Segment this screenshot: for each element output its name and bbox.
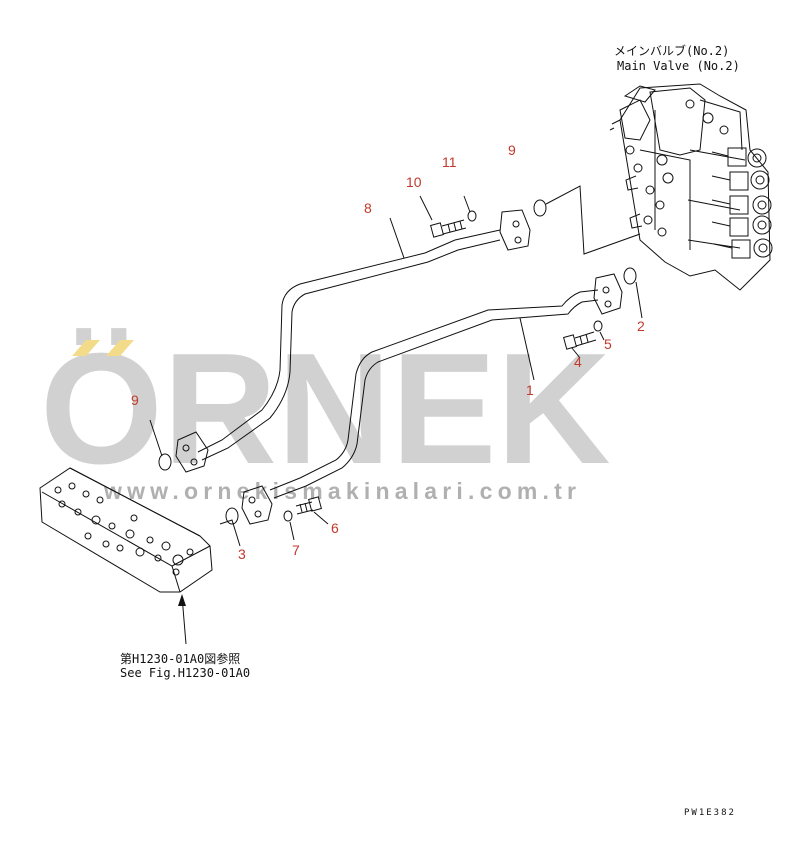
watermark-brand: ÖRNEK bbox=[40, 321, 611, 497]
callout-10: 10 bbox=[406, 174, 422, 190]
leader-9-lower bbox=[149, 419, 163, 457]
washer-11 bbox=[467, 210, 477, 222]
flange-8-lower bbox=[175, 431, 209, 473]
leader-10 bbox=[419, 195, 433, 221]
callout-6: 6 bbox=[331, 520, 339, 536]
drawing-code: PW1E382 bbox=[684, 808, 736, 818]
main-valve-illustration bbox=[609, 83, 773, 291]
leader-3 bbox=[219, 519, 241, 547]
o-ring-9-upper bbox=[533, 199, 547, 217]
flange-1-lower bbox=[241, 485, 273, 525]
callout-11: 11 bbox=[442, 154, 457, 170]
reference-label-en: See Fig.H1230-01A0 bbox=[120, 666, 251, 680]
callout-1: 1 bbox=[526, 382, 534, 398]
watermark-accent-right bbox=[106, 340, 134, 356]
callout-8: 8 bbox=[364, 200, 372, 216]
flange-8-upper bbox=[499, 209, 531, 251]
pipe-1 bbox=[269, 289, 599, 499]
leader-9-upper bbox=[545, 185, 641, 255]
o-ring-3 bbox=[225, 507, 239, 525]
callout-2: 2 bbox=[637, 318, 645, 334]
o-ring-9-lower bbox=[158, 453, 172, 471]
leader-8 bbox=[389, 217, 405, 259]
watermark-accent-left bbox=[72, 340, 100, 356]
leader-4 bbox=[571, 347, 581, 359]
o-ring-2 bbox=[623, 267, 637, 285]
callout-5: 5 bbox=[604, 336, 612, 352]
leader-5 bbox=[599, 331, 605, 341]
callout-7: 7 bbox=[292, 542, 300, 558]
leader-1 bbox=[519, 317, 535, 381]
leader-6 bbox=[313, 511, 329, 525]
leader-7 bbox=[289, 521, 295, 541]
pipe-8 bbox=[197, 229, 501, 461]
bolt-4 bbox=[563, 331, 597, 350]
leader-2 bbox=[635, 281, 643, 319]
callout-9-lower: 9 bbox=[131, 392, 139, 408]
callout-9-upper: 9 bbox=[508, 142, 516, 158]
main-valve-label-en: Main Valve (No.2) bbox=[617, 59, 740, 73]
reference-label-jp: 第H1230-01A0図参照 bbox=[120, 652, 241, 666]
flange-1-upper bbox=[593, 273, 623, 315]
valve-block-illustration bbox=[39, 467, 213, 593]
washer-7 bbox=[283, 510, 293, 522]
watermark-url: www.ornekismakinalari.com.tr bbox=[104, 478, 582, 504]
main-valve-label-jp: メインバルブ(No.2) bbox=[614, 44, 730, 58]
reference-arrow-head bbox=[178, 594, 186, 606]
callout-3: 3 bbox=[238, 546, 246, 562]
washer-5 bbox=[593, 320, 603, 332]
callout-4: 4 bbox=[574, 354, 582, 370]
bolt-10 bbox=[430, 219, 467, 238]
bolt-6 bbox=[295, 496, 322, 515]
leader-11 bbox=[463, 195, 471, 213]
